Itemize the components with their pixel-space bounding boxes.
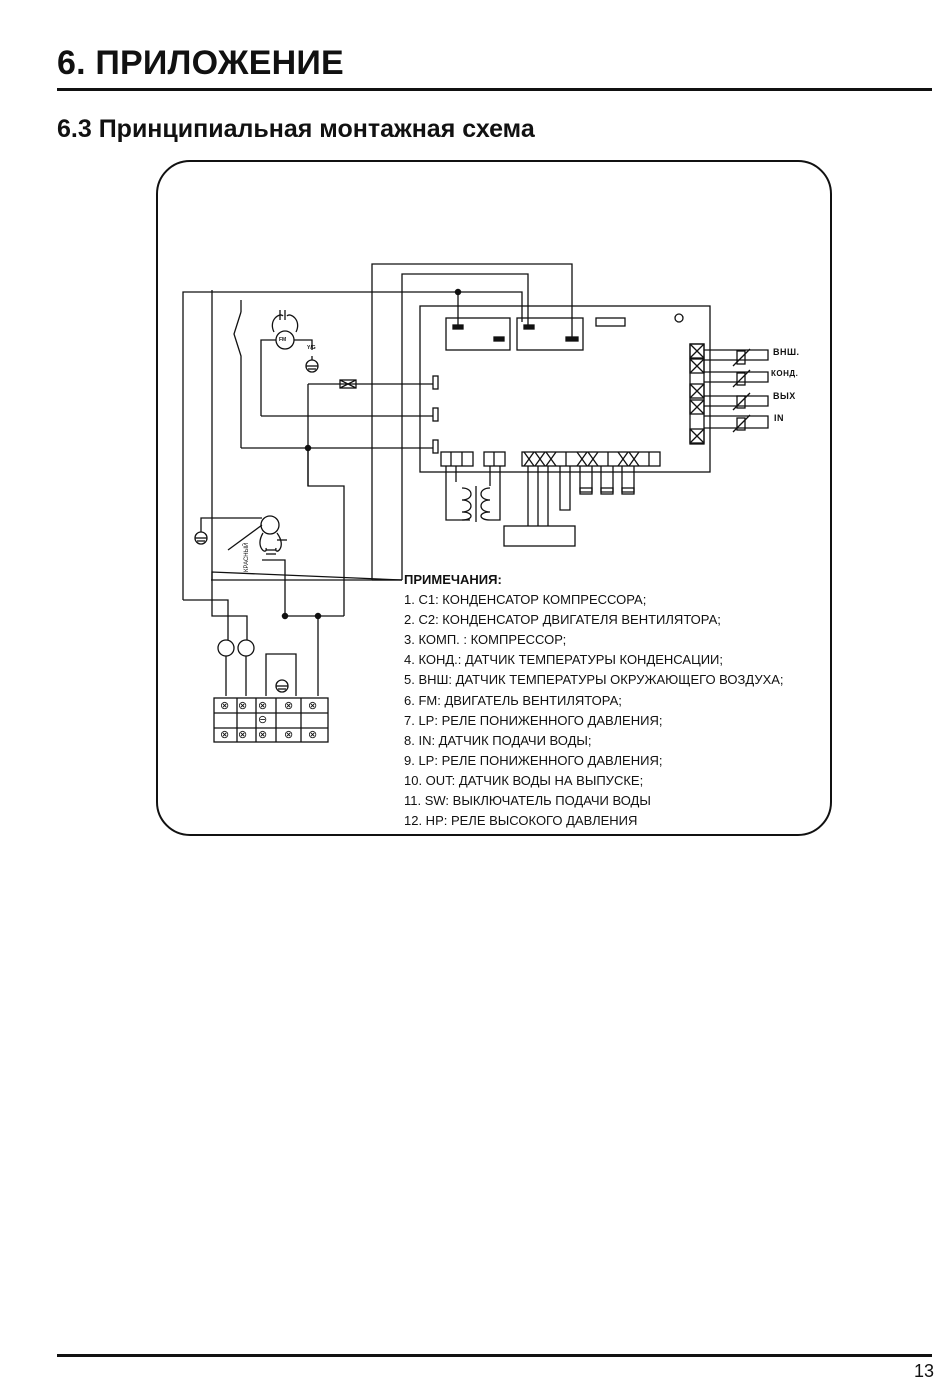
pressure-switch-1 <box>217 639 235 657</box>
relay-1 <box>445 317 511 351</box>
note-item: 4. КОНД.: ДАТЧИК ТЕМПЕРАТУРЫ КОНДЕНСАЦИИ… <box>404 652 723 668</box>
notes-title: ПРИМЕЧАНИЯ: <box>404 572 502 587</box>
sensor-label-condenser: КОНД. <box>771 369 799 378</box>
fan-motor-label: FM <box>279 337 287 343</box>
note-item: 5. ВНШ: ДАТЧИК ТЕМПЕРАТУРЫ ОКРУЖАЮЩЕГО В… <box>404 672 784 688</box>
sensor-label-outlet: ВЫХ <box>773 391 796 401</box>
terminal-block-glyphs: ⊗ ⊗ ⊗ ⊗ ⊗ ⊖ ⊗ ⊗ ⊗ ⊗ ⊗ <box>220 700 318 741</box>
footer-divider <box>57 1354 932 1357</box>
wire-color-label: КРАСНЫЙ <box>244 542 250 572</box>
ground-wire-label: Y/G <box>307 345 316 351</box>
relay-2 <box>516 317 584 351</box>
sensor-terminals <box>689 343 705 444</box>
board-fuse <box>595 317 626 327</box>
note-item: 8. IN: ДАТЧИК ПОДАЧИ ВОДЫ; <box>404 732 592 748</box>
compressor <box>260 515 280 535</box>
note-item: 6. FM: ДВИГАТЕЛЬ ВЕНТИЛЯТОРА; <box>404 692 622 708</box>
board-led <box>674 313 684 323</box>
terminal-block <box>213 697 329 743</box>
pressure-switch-2 <box>237 639 255 657</box>
section-title: 6.3 Принципиальная монтажная схема <box>57 115 535 143</box>
note-item: 9. LP: РЕЛЕ ПОНИЖЕННОГО ДАВЛЕНИЯ; <box>404 752 663 768</box>
bottom-terminals <box>523 451 640 467</box>
control-board <box>419 305 711 473</box>
note-item: 7. LP: РЕЛЕ ПОНИЖЕННОГО ДАВЛЕНИЯ; <box>404 712 663 728</box>
note-item: 11. SW: ВЫКЛЮЧАТЕЛЬ ПОДАЧИ ВОДЫ <box>404 793 651 809</box>
note-item: 12. HP: РЕЛЕ ВЫСОКОГО ДАВЛЕНИЯ <box>404 813 638 829</box>
inline-fuse <box>339 379 357 389</box>
page-number: 13 <box>913 1361 934 1381</box>
page-title: 6. ПРИЛОЖЕНИЕ <box>57 44 344 82</box>
temperature-sensors <box>704 348 769 433</box>
note-item: 3. КОМП. : КОМПРЕССОР; <box>404 632 567 648</box>
sensor-label-ambient: ВНШ. <box>773 347 800 357</box>
diagram-frame <box>156 160 832 836</box>
display-box <box>503 525 576 547</box>
note-item: 2. C2: КОНДЕНСАТОР ДВИГАТЕЛЯ ВЕНТИЛЯТОРА… <box>404 612 721 628</box>
note-item: 1. C1: КОНДЕНСАТОР КОМПРЕССОРА; <box>404 592 647 608</box>
note-item: 10. OUT: ДАТЧИК ВОДЫ НА ВЫПУСКЕ; <box>404 772 644 788</box>
sensor-label-inlet: IN <box>774 413 784 423</box>
notes-section: ПРИМЕЧАНИЯ: 1. C1: КОНДЕНСАТОР КОМПРЕССО… <box>404 570 834 831</box>
title-divider <box>57 88 932 91</box>
